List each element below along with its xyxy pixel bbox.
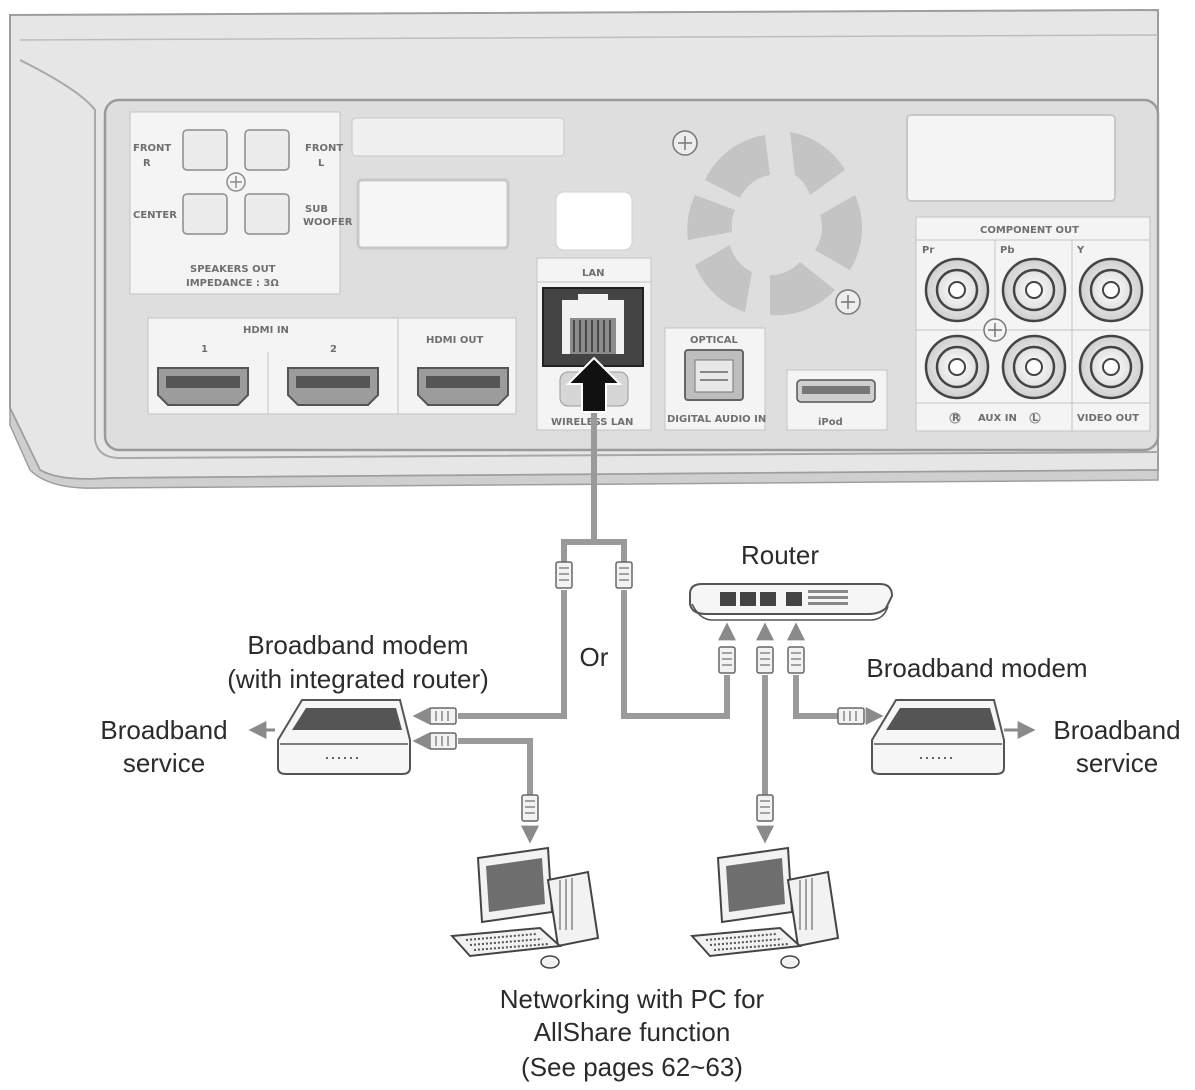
rj45-plug — [429, 707, 457, 725]
hdmi-in-2-label: 2 — [330, 344, 337, 355]
rj45-plug — [555, 561, 573, 589]
lan-cable-branch-left — [561, 539, 594, 565]
optical-block: OPTICAL DIGITAL AUDIO IN — [664, 327, 766, 431]
rj45-plug — [756, 646, 774, 674]
integrated-modem-icon — [277, 699, 411, 775]
speaker-label-front-r-sub: R — [143, 158, 151, 169]
network-cables — [458, 400, 840, 795]
hdmi-in-1-port[interactable] — [157, 367, 249, 406]
rj45-plug — [521, 794, 539, 822]
speakers-out-block: FRONT R FRONT L CENTER SUB WOOFER SPEAKE… — [129, 111, 353, 295]
broadband-modem-icon — [871, 699, 1005, 775]
hdmi-out-label: HDMI OUT — [426, 335, 483, 346]
speaker-terminal-center[interactable] — [182, 193, 228, 235]
pr-label: Pr — [922, 245, 934, 256]
rj45-plug — [429, 732, 457, 750]
speaker-terminal-front-l[interactable] — [244, 129, 290, 171]
aux-in-l-jack[interactable] — [1001, 334, 1067, 400]
speakers-impedance: IMPEDANCE : 3Ω — [186, 278, 279, 289]
speaker-label-front-r: FRONT — [133, 143, 171, 154]
aux-in-r-jack[interactable] — [924, 334, 990, 400]
router-icon — [689, 583, 894, 621]
video-out-label: VIDEO OUT — [1077, 413, 1139, 424]
aux-in-label: AUX IN — [978, 413, 1017, 424]
aux-r-label: R — [952, 413, 960, 424]
lan-label: LAN — [582, 268, 604, 279]
video-out-jack[interactable] — [1078, 334, 1144, 400]
hdmi-out-port[interactable] — [417, 367, 509, 406]
y-label: Y — [1076, 245, 1085, 256]
hdmi-in-1-label: 1 — [201, 344, 208, 355]
pb-label: Pb — [1000, 245, 1015, 256]
service-right-label-line1: Broadband — [1053, 715, 1180, 745]
speaker-terminal-front-r[interactable] — [182, 129, 228, 171]
speaker-label-front-l: FRONT — [305, 143, 343, 154]
rj45-plug — [756, 794, 774, 822]
service-right-label-line2: service — [1076, 748, 1158, 778]
cable-to-router — [621, 590, 730, 719]
pc-caption-line3: (See pages 62~63) — [521, 1052, 743, 1082]
integrated-modem-label-line1: Broadband modem — [247, 630, 468, 660]
component-pb-jack[interactable] — [1001, 257, 1067, 323]
speaker-label-center: CENTER — [133, 210, 177, 221]
component-y-jack[interactable] — [1078, 257, 1144, 323]
speaker-label-sub-1: SUB — [305, 204, 328, 215]
pc-left-icon — [449, 846, 600, 969]
speakers-out-title: SPEAKERS OUT — [190, 264, 276, 275]
mouse-icon — [540, 955, 560, 969]
speaker-terminal-subwoofer[interactable] — [244, 193, 290, 235]
blank-plate — [356, 178, 510, 250]
mouse-icon — [780, 955, 800, 969]
pc-right-icon — [689, 846, 840, 969]
rj45-plugs — [429, 561, 865, 822]
integrated-modem-label-line2: (with integrated router) — [227, 664, 489, 694]
component-pr-jack[interactable] — [924, 257, 990, 323]
cable-modem-to-pc-left — [458, 738, 533, 795]
hdmi-in-2-port[interactable] — [287, 367, 379, 406]
blank-plate — [906, 114, 1116, 202]
hdmi-in-label: HDMI IN — [243, 325, 289, 336]
broadband-modem-label: Broadband modem — [866, 653, 1087, 683]
cooling-fan-grille — [672, 130, 863, 316]
digital-audio-in-label: DIGITAL AUDIO IN — [667, 414, 766, 425]
pc-caption-line1: Networking with PC for — [500, 984, 765, 1014]
component-out-label: COMPONENT OUT — [980, 225, 1079, 236]
optical-label: OPTICAL — [690, 335, 738, 346]
ipod-label: iPod — [818, 417, 843, 428]
lan-cable-branch-right — [594, 539, 627, 565]
ipod-port[interactable] — [796, 379, 876, 403]
cable-router-to-modem — [793, 675, 840, 719]
cable-to-integrated-modem — [458, 590, 567, 719]
router-label: Router — [741, 540, 819, 570]
service-left-label-line2: service — [123, 748, 205, 778]
component-block: COMPONENT OUT Pr Pb Y R AUX IN L VIDEO O… — [915, 216, 1151, 432]
service-left-label-line1: Broadband — [100, 715, 227, 745]
pc-caption-line2: AllShare function — [534, 1017, 731, 1047]
direction-arrows — [248, 622, 1036, 844]
or-label: Or — [580, 642, 609, 672]
rj45-plug — [615, 561, 633, 589]
speaker-label-front-l-sub: L — [318, 158, 325, 169]
blank-plate — [351, 117, 565, 157]
hdmi-block: HDMI IN 1 2 HDMI OUT — [147, 317, 517, 415]
rj45-plug — [718, 646, 736, 674]
lan-port[interactable] — [542, 287, 644, 367]
rj45-plug — [837, 707, 865, 725]
ipod-block: iPod — [786, 369, 888, 431]
speaker-label-sub-2: WOOFER — [303, 217, 353, 228]
aux-l-label: L — [1032, 413, 1039, 424]
optical-port[interactable] — [684, 349, 744, 401]
blank-plate — [555, 191, 633, 251]
rj45-plug — [787, 646, 805, 674]
insert-arrow-icon — [565, 356, 623, 413]
